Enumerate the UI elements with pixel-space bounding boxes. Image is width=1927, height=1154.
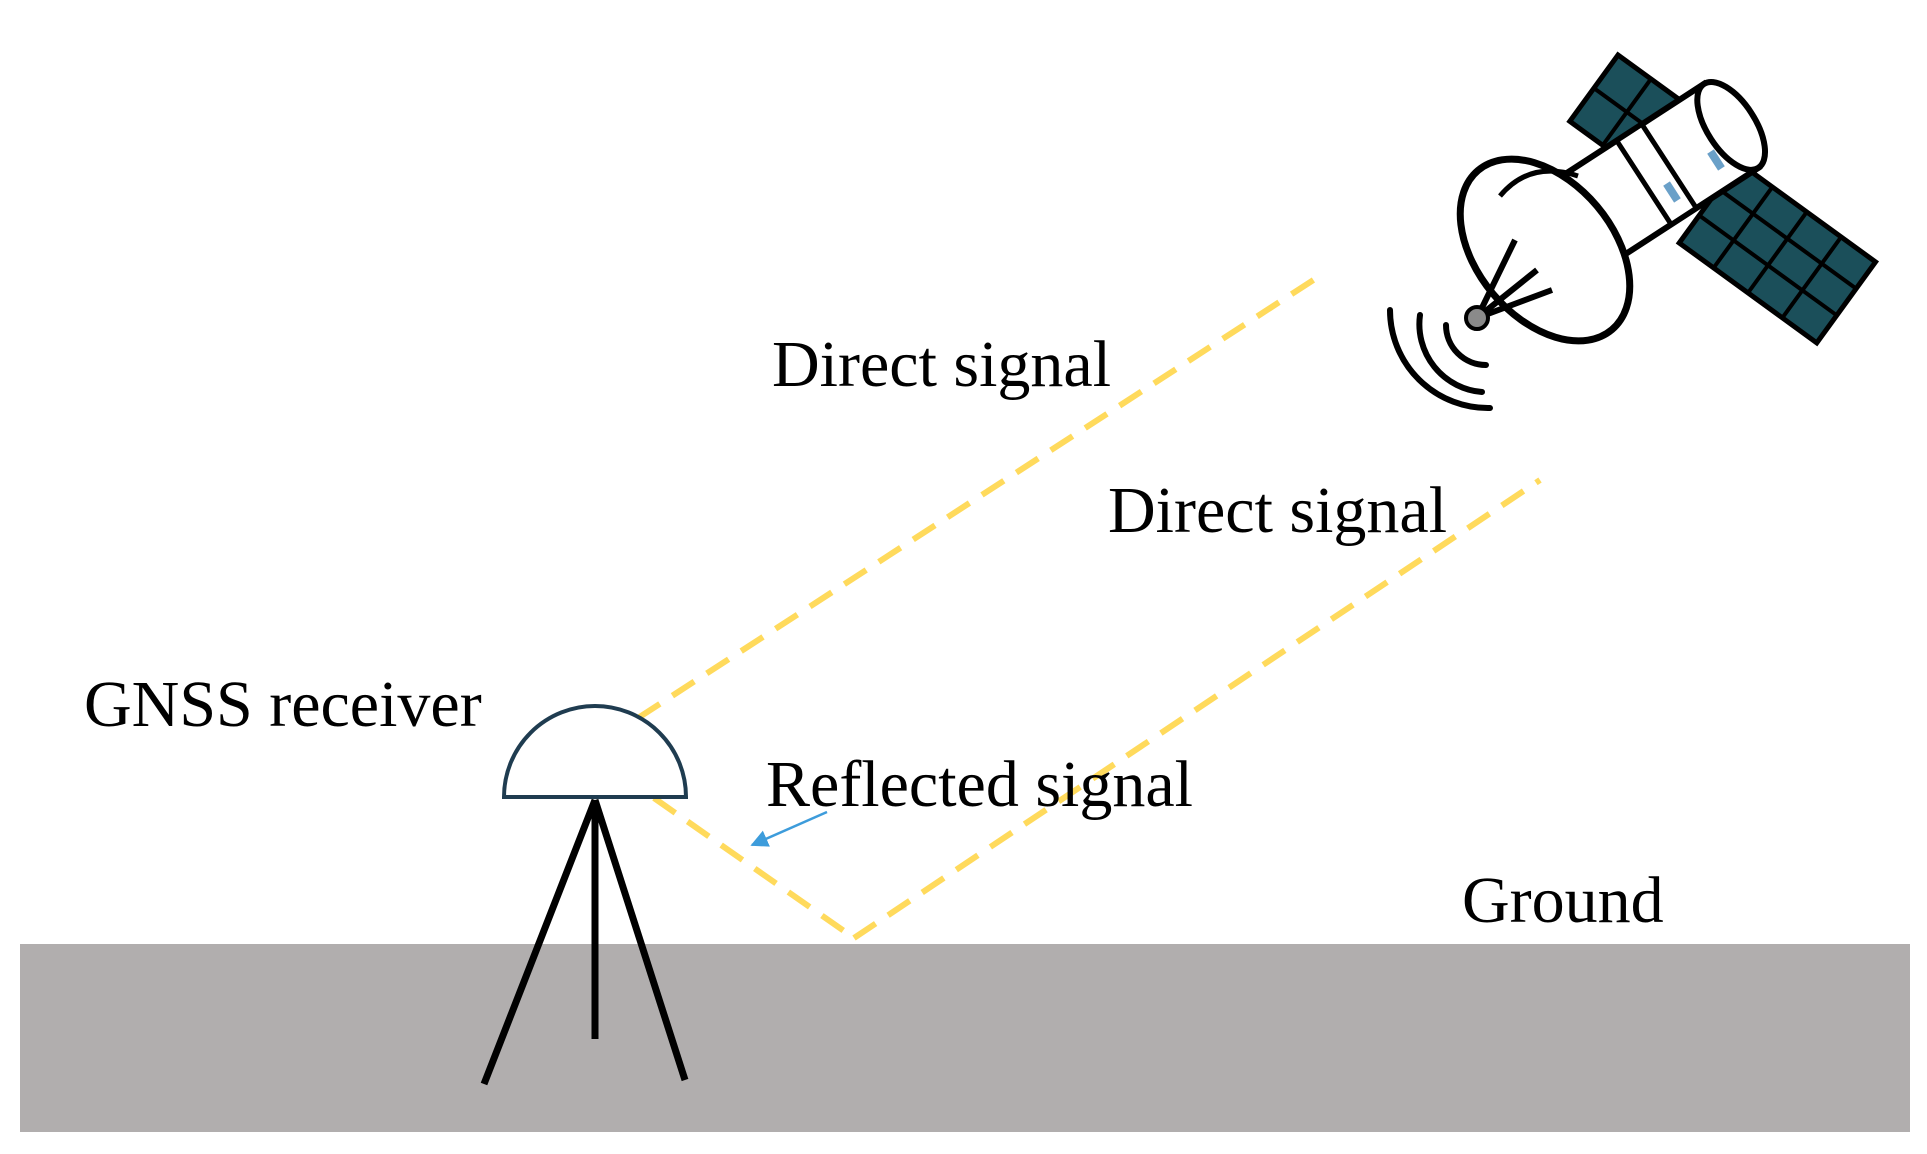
ground-label: Ground — [1462, 864, 1664, 937]
reflected-signal-pointer-arrow — [750, 810, 828, 847]
gnss-antenna-icon — [501, 704, 689, 799]
ground-area — [20, 944, 1910, 1132]
gnss-receiver-label: GNSS receiver — [84, 668, 482, 741]
direct-signal-path-2 — [852, 477, 1542, 941]
direct-signal-path-1 — [636, 274, 1320, 721]
direct-signal-label-1: Direct signal — [772, 328, 1112, 401]
tripod-icon — [480, 798, 689, 1086]
signal-paths — [636, 274, 1542, 941]
satellite-icon — [1387, 51, 1880, 412]
direct-signal-label-2: Direct signal — [1108, 474, 1448, 547]
reflected-signal-label: Reflected signal — [766, 748, 1194, 821]
